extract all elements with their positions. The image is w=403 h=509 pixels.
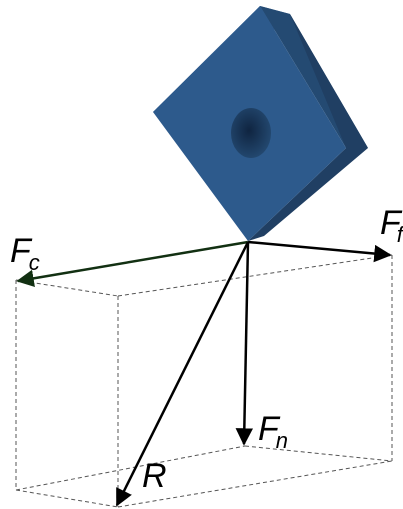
force-arrows [16,240,392,507]
insert-hole [231,108,271,158]
feed-force-label: Ff [380,204,403,247]
box-edge [117,460,393,508]
cutting-force-label-sub: c [29,250,40,275]
normal-force-label-main: F [258,410,281,448]
resultant-force-arrow [115,241,250,507]
cutting-insert [153,6,368,241]
cutting-force-label: Fc [10,232,40,275]
insert-side-face-lower [248,14,368,241]
resultant-label: R [142,457,167,495]
cutting-force-arrow [16,240,249,287]
force-box [15,254,393,508]
cutting-force-label-main: F [10,232,33,270]
normal-force-label: Fn [258,410,288,453]
feed-force-label-sub: f [397,222,403,247]
normal-force-arrow [235,241,254,446]
box-edge [15,489,119,508]
box-edge [15,445,246,491]
feed-force-label-main: F [380,204,403,242]
feed-force-arrow [247,240,392,263]
normal-force-label-sub: n [276,428,288,453]
box-edge [15,279,119,297]
box-edge [244,445,393,462]
box-edge [117,254,393,297]
